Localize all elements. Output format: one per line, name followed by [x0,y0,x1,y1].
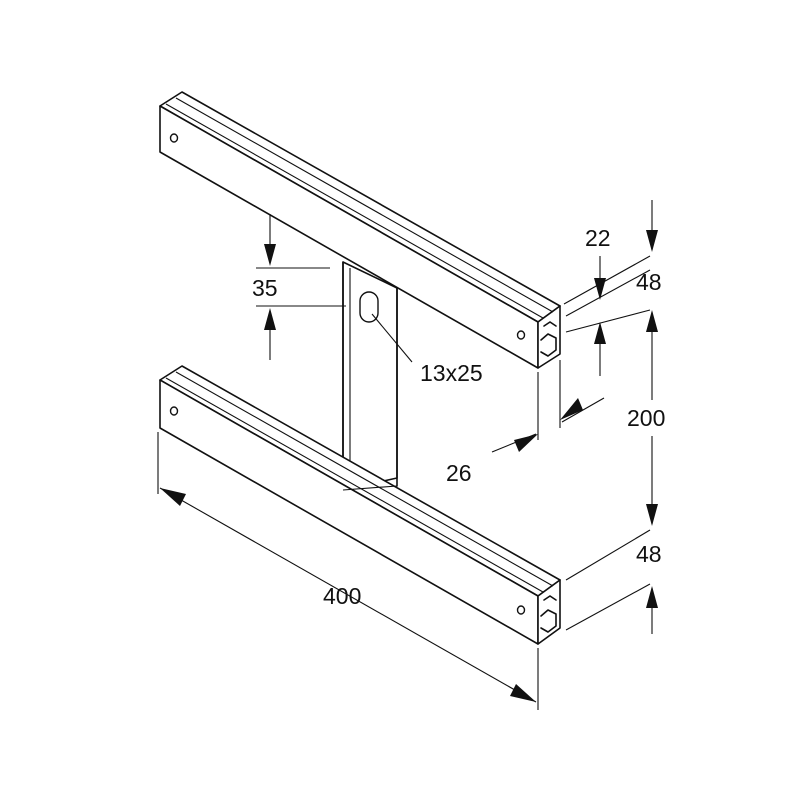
dim-label-22: 22 [585,225,611,251]
dim-label-200: 200 [627,405,665,431]
dimension-48-bottom: 48 [565,529,662,634]
dim-label-13x25: 13x25 [420,360,483,386]
dim-label-26: 26 [446,460,472,486]
top-rail [159,91,561,369]
mounting-hole-bottom-left [169,406,179,416]
dimension-48-top: 48 [565,200,662,333]
mounting-hole-top-right [516,330,526,340]
dimension-26: 26 [446,360,605,486]
dim-label-400: 400 [323,583,361,609]
dimension-200: 200 [627,310,665,526]
vertical-web [342,261,398,491]
bottom-rail [159,365,561,645]
dimension-400: 400 [157,432,539,710]
slot-hole [359,291,379,323]
dim-label-48-top: 48 [636,269,662,295]
dimension-22: 22 [563,225,651,376]
mounting-hole-top-left [169,133,179,143]
dim-label-35: 35 [252,275,278,301]
dimension-35: 35 [252,214,346,360]
mounting-hole-bottom-right [516,605,526,615]
dimension-slot: 13x25 [371,313,483,386]
dim-label-48-bottom: 48 [636,541,662,567]
